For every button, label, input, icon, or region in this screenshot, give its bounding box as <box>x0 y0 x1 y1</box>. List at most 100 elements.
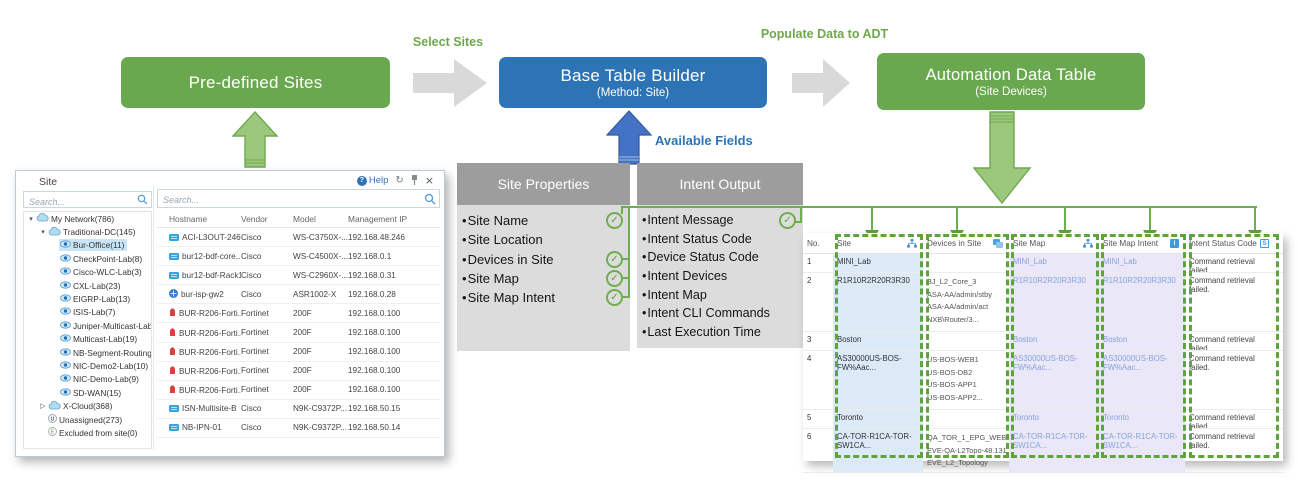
device-model-cell: N9K-C9372P... <box>293 404 348 414</box>
adt-intentstatus-cell: Command retrieval failed. <box>1189 413 1255 428</box>
sidebar-item-nic-demo-lab-9-[interactable]: NIC-Demo-Lab(9) <box>24 373 151 386</box>
pin-icon[interactable] <box>411 175 418 186</box>
site-icon-wrap <box>60 294 71 304</box>
tree-expander-icon[interactable]: ▾ <box>41 228 45 237</box>
adt-column-header[interactable]: Devices in Site <box>923 233 1009 253</box>
sidebar-item-multicast-lab-19-[interactable]: Multicast-Lab(19) <box>24 333 151 346</box>
intent-output-list: •Intent Message✓•Intent Status Code•Devi… <box>637 205 803 348</box>
intent-output-header: Intent Output <box>637 163 803 205</box>
site-property-item: •Site Name✓ <box>462 211 624 230</box>
tree-search-input[interactable] <box>24 194 138 210</box>
sidebar-item-nic-demo2-lab-10-[interactable]: NIC-Demo2-Lab(10) <box>24 359 151 372</box>
intent-output-title: Intent Output <box>679 176 761 192</box>
help-button[interactable]: ? Help <box>356 175 388 186</box>
adt-column-header[interactable]: Site Map <box>1009 233 1099 253</box>
intent-output-label: Intent Message <box>647 213 734 228</box>
site-panel-title: Site <box>39 176 58 188</box>
tree-expander-icon[interactable]: ▾ <box>29 214 33 223</box>
adt-device-line: US-BOS-APP1 <box>927 380 977 390</box>
dashed-highlight-site-column <box>835 234 923 458</box>
sidebar-item-isis-lab-7-[interactable]: ISIS-Lab(7) <box>24 306 151 319</box>
switch-device-icon <box>169 233 179 241</box>
refresh-icon[interactable]: ↻ <box>395 174 404 186</box>
site-icon-wrap <box>60 361 71 371</box>
adt-device-line: ASA-AA/admin/act <box>927 302 989 312</box>
status-icon: S <box>1260 238 1269 248</box>
sidebar-item-eigrp-lab-13-[interactable]: EIGRP-Lab(13) <box>24 292 151 305</box>
intent-output-label: Intent Map <box>647 287 707 302</box>
search-icon[interactable] <box>137 194 148 205</box>
sidebar-item-my-network-786-[interactable]: ▾My Network(786) <box>24 212 151 225</box>
sidebar-item-juniper-multicast-lab-18-[interactable]: Juniper-Multicast-Lab(18) <box>24 319 151 332</box>
available-fields-up-arrow-icon <box>606 110 653 165</box>
device-model-cell: 200F <box>293 366 312 376</box>
sidebar-item-nb-segment-routing-lab-9-[interactable]: NB-Segment-Routing-Lab(9) <box>24 346 151 359</box>
dashed-highlight-intentstatus-column <box>1189 234 1279 458</box>
sidebar-item-x-cloud-368-[interactable]: ▷ X-Cloud(368) <box>24 399 151 412</box>
search-icon[interactable] <box>424 193 436 205</box>
tree-item-content: Multicast-Lab(19) <box>59 333 140 345</box>
site-icon-wrap <box>60 388 71 398</box>
device-hostname-cell: BUR-R206-Forti... <box>157 365 241 376</box>
tree-item-content: CXL-Lab(23) <box>59 280 124 292</box>
device-column-header[interactable]: Vendor <box>241 213 268 224</box>
adt-sitemap-cell: CA-TOR-R1CA-TOR-SW1CA... <box>1009 429 1099 472</box>
available-fields-label: Available Fields <box>655 133 753 148</box>
sidebar-item-bur-office-11-[interactable]: Bur-Office(11) <box>24 239 151 252</box>
device-column-header[interactable]: Management IP <box>348 213 408 224</box>
connector-stub <box>621 206 623 214</box>
adt-sitemapintent-cell: MINI_Lab <box>1099 254 1185 272</box>
predefined-sites-label: Pre-defined Sites <box>188 72 323 92</box>
adt-column-header[interactable]: Site <box>833 233 923 253</box>
device-column-header[interactable]: Model <box>293 213 316 224</box>
device-column-header[interactable]: Hostname <box>169 213 208 224</box>
close-icon[interactable]: × <box>424 173 434 187</box>
sites-up-arrow-icon <box>232 110 279 168</box>
site-icon <box>60 388 71 396</box>
site-icon <box>60 307 71 316</box>
sidebar-item-traditional-dc-145-[interactable]: ▾Traditional-DC(145) <box>24 225 151 238</box>
tree-item-label: X-Cloud(368) <box>63 401 113 412</box>
sidebar-item-sd-wan-15-[interactable]: SD-WAN(15) <box>24 386 151 399</box>
device-hostname-cell: BUR-R206-Forti... <box>157 384 241 395</box>
adt-column-header[interactable]: No. <box>803 233 833 253</box>
device-ip-cell: 192.168.0.100 <box>348 347 401 357</box>
adt-column-label: Devices in Site <box>927 238 982 248</box>
tree-expander-icon[interactable]: ▷ <box>40 402 46 411</box>
sidebar-item-checkpoint-lab-8-[interactable]: CheckPoint-Lab(8) <box>24 252 151 265</box>
device-search-input[interactable] <box>158 191 426 209</box>
intent-output-label: Intent Status Code <box>647 231 752 246</box>
sidebar-item-cisco-wlc-lab-3-[interactable]: Cisco-WLC-Lab(3) <box>24 266 151 279</box>
sidebar-item-cxl-lab-23-[interactable]: CXL-Lab(23) <box>24 279 151 292</box>
connector-stub <box>622 296 629 298</box>
tree-item-label: Multicast-Lab(19) <box>73 334 138 345</box>
device-model-cell: WS-C3750X-... <box>293 232 348 242</box>
adt-site-cell: R1R10R2R20R3R30 <box>833 273 923 331</box>
intent-output-label: Device Status Code <box>647 250 759 265</box>
connector-drop <box>1149 206 1151 231</box>
unassigned-icon-wrap: U <box>48 414 57 425</box>
tree-item-label: NIC-Demo2-Lab(10) <box>73 360 149 371</box>
